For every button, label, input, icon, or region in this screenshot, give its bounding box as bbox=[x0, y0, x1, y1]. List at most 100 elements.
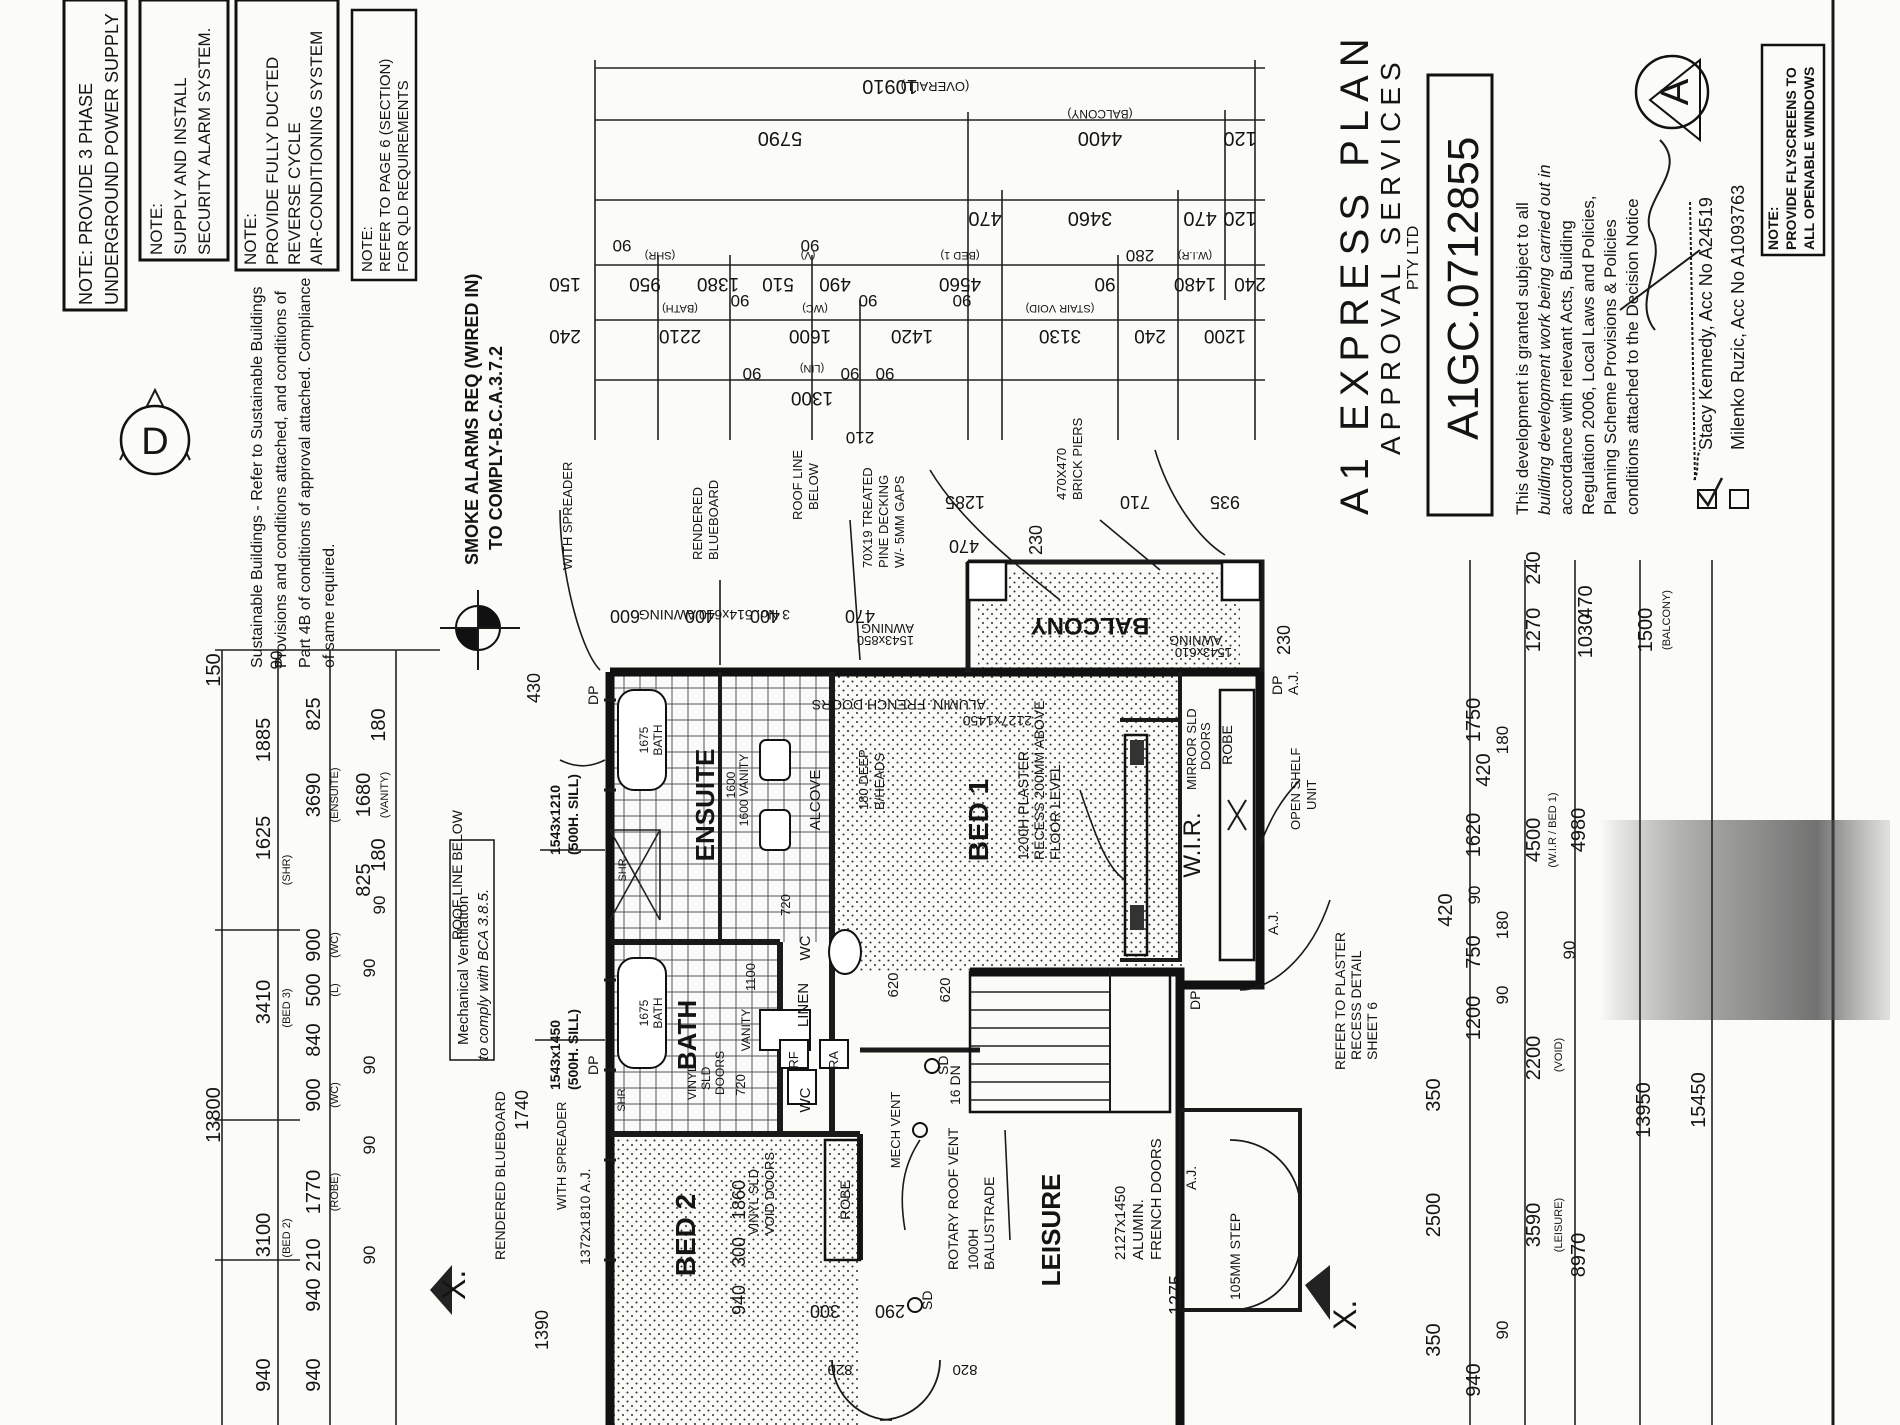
dim-row4-note-wc: (WC) bbox=[802, 302, 828, 314]
bed2-floor bbox=[610, 1134, 860, 1425]
dim-left-900a: 900 bbox=[303, 928, 325, 961]
french-doors-leisure-line-2: ALUMIN. bbox=[1130, 1199, 1147, 1260]
dim-left-90b: 90 bbox=[360, 959, 379, 978]
stamp-body-line-3: accordance with relevant Acts, Building bbox=[1557, 220, 1576, 515]
dim-left-825a: 825 bbox=[303, 697, 325, 730]
signature-line bbox=[1689, 199, 1701, 481]
certifier-2-checkbox bbox=[1729, 489, 1749, 509]
blueboard-2-label: RENDERED BLUEBOARD bbox=[492, 1091, 508, 1260]
scan-smudge bbox=[1600, 820, 1890, 1020]
bath-1675-b: BATH bbox=[651, 997, 665, 1028]
vinyl-bath-line-1: VINYL bbox=[685, 1065, 699, 1100]
awning-dim-400a: 400 bbox=[685, 606, 715, 626]
dim-right-1030: 1030 bbox=[1575, 614, 1597, 659]
dim-right-90d: 90 bbox=[1493, 1321, 1512, 1340]
window-1450-line-2: (500H. SILL) bbox=[565, 1009, 581, 1090]
dim-right-240: 240 bbox=[1523, 551, 1545, 584]
dim-row3-240: 240 bbox=[1234, 273, 1266, 294]
dim-left-1680: 1680 bbox=[353, 773, 375, 818]
room-dim-720b: 720 bbox=[733, 1074, 748, 1096]
dim-right-180b: 180 bbox=[1493, 911, 1512, 939]
note-flyscreens-line-2: PROVIDE FLYSCREENS TO bbox=[1783, 67, 1799, 250]
dimension-chain-top: 10910 (OVERALL) 5790 4400 (BALCONY) 120 … bbox=[549, 60, 1266, 447]
dim-left-90d: 90 bbox=[360, 1136, 379, 1155]
dim-row4-1420: 1420 bbox=[891, 325, 933, 346]
dim-left-180b: 180 bbox=[368, 838, 390, 871]
dim-right-2500: 2500 bbox=[1423, 1193, 1445, 1238]
dim-right-940: 940 bbox=[1463, 1363, 1485, 1396]
dim-row4-1600: 1600 bbox=[789, 325, 831, 346]
room-leisure-label: LEISURE bbox=[1036, 1174, 1066, 1287]
room-robe-wir-label: ROBE bbox=[1219, 725, 1235, 765]
vinyl-bath-line-3: DOORS bbox=[713, 1051, 727, 1095]
vinyl-doors-line-1: VINYL SLD bbox=[746, 1169, 761, 1235]
dim-right-1620: 1620 bbox=[1463, 813, 1485, 858]
dim-row3-510: 510 bbox=[762, 273, 794, 294]
dim-left-note-ensuite: (ENSUITE) bbox=[329, 768, 341, 823]
note-alarm-line-3: SECURITY ALARM SYSTEM. bbox=[195, 28, 214, 255]
dim-row3-note-v: (V) bbox=[801, 249, 816, 261]
note-qld-box: NOTE: REFER TO PAGE 6 (SECTION) FOR QLD … bbox=[350, 8, 418, 282]
plaster-detail-line-1: REFER TO PLASTER bbox=[1332, 932, 1348, 1070]
dim-right-230: 230 bbox=[1274, 625, 1294, 655]
roof-line-below-label: ROOF LINE BELOW bbox=[449, 809, 465, 940]
roof-line-label-2: BELOW bbox=[806, 462, 821, 510]
dim-right-750a: 1750 bbox=[1463, 698, 1485, 743]
note-sustainable-line-2: Provisions and conditions attached, and … bbox=[273, 290, 290, 668]
awnings-label: 3 No. 514x610 AWNING bbox=[639, 607, 790, 623]
dim-3460: 3460 bbox=[1068, 207, 1113, 229]
dim-row4-3130: 3130 bbox=[1039, 325, 1081, 346]
stamp-company-line-3: PTY LTD bbox=[1405, 226, 1422, 290]
ventilation-line-2: to comply with BCA 3.8.5. bbox=[475, 889, 492, 1060]
room-dim-1860: 1860 bbox=[729, 1180, 749, 1220]
dim-row4-note-void: (STAIR VOID) bbox=[1026, 302, 1095, 314]
dim-left-note-bed3: (BED 3) bbox=[281, 988, 293, 1027]
dim-row4-240: 240 bbox=[549, 325, 581, 346]
decking-line-3: W/- 5MM GAPS bbox=[892, 475, 907, 568]
dim-left-note-vanity: (VANITY) bbox=[379, 772, 391, 818]
dim-left-small-90: 90 bbox=[267, 651, 286, 670]
dim-side-430: 430 bbox=[524, 673, 544, 703]
balustrade-line-1: 1000H bbox=[965, 1229, 981, 1270]
dim-120b: 120 bbox=[1223, 207, 1256, 229]
dim-left-90c: 90 bbox=[360, 1056, 379, 1075]
room-wir-label: W.I.R. bbox=[1179, 812, 1206, 877]
roof-line-label-1: ROOF LINE bbox=[790, 450, 805, 520]
note-qld-line-2: REFER TO PAGE 6 (SECTION) bbox=[377, 59, 394, 272]
note-sustainable: Sustainable Buildings - Refer to Sustain… bbox=[249, 277, 338, 668]
brick-piers-line-2: BRICK PIERS bbox=[1070, 417, 1085, 500]
stamp-a-letter: A bbox=[1653, 78, 1697, 105]
north-point-symbol bbox=[440, 590, 520, 670]
dim-left-90a: 90 bbox=[370, 896, 389, 915]
certifier-1-checkbox bbox=[1697, 489, 1717, 509]
balcony-dim-470a: 470 bbox=[949, 536, 979, 556]
note-aircon-box: NOTE: PROVIDE FULLY DUCTED REVERSE CYCLE… bbox=[234, 0, 340, 272]
bath-1675-ensuite-b: BATH bbox=[651, 724, 665, 755]
mirror-doors-line-2: DOORS bbox=[1198, 722, 1213, 770]
balcony-dim-230: 230 bbox=[1026, 525, 1046, 555]
dp-label-3: DP bbox=[585, 1056, 601, 1075]
room-bath-label: BATH bbox=[672, 1000, 702, 1070]
window-1210-line-2: (500H. SILL) bbox=[565, 774, 581, 855]
mech-vent-label: MECH VENT bbox=[888, 1092, 903, 1169]
open-shelf-line-2: UNIT bbox=[1304, 780, 1319, 810]
balcony-dim-935: 935 bbox=[1210, 492, 1240, 512]
dim-left-note-shr: (SHR) bbox=[281, 855, 293, 886]
room-rf-label: RF bbox=[786, 1051, 801, 1068]
dim-row3-490: 490 bbox=[819, 273, 851, 294]
note-sustainable-line-3: Part 4B of conditions of approval attach… bbox=[297, 277, 314, 668]
dim-left-1625: 1625 bbox=[253, 816, 275, 861]
dim-left-1885: 1885 bbox=[253, 718, 275, 763]
note-flyscreens-line-3: ALL OPENABLE WINDOWS bbox=[1801, 67, 1817, 250]
room-dim-1275: 1275 bbox=[1166, 1275, 1186, 1315]
dim-right-350b: 350 bbox=[1423, 1323, 1445, 1356]
dim-left-180a: 180 bbox=[368, 708, 390, 741]
aj-label-2: A.J. bbox=[1183, 1166, 1199, 1190]
dim-left-90e: 90 bbox=[360, 1246, 379, 1265]
stamp-body-line-5: Planning Scheme Provisions & Policies bbox=[1601, 219, 1620, 515]
note-flyscreens-line-1: NOTE: bbox=[1765, 206, 1781, 250]
balcony-dim-1285: 1285 bbox=[945, 492, 985, 512]
dim-120: 120 bbox=[1223, 127, 1256, 149]
rotary-vent-label: ROTARY ROOF VENT bbox=[945, 1127, 961, 1270]
